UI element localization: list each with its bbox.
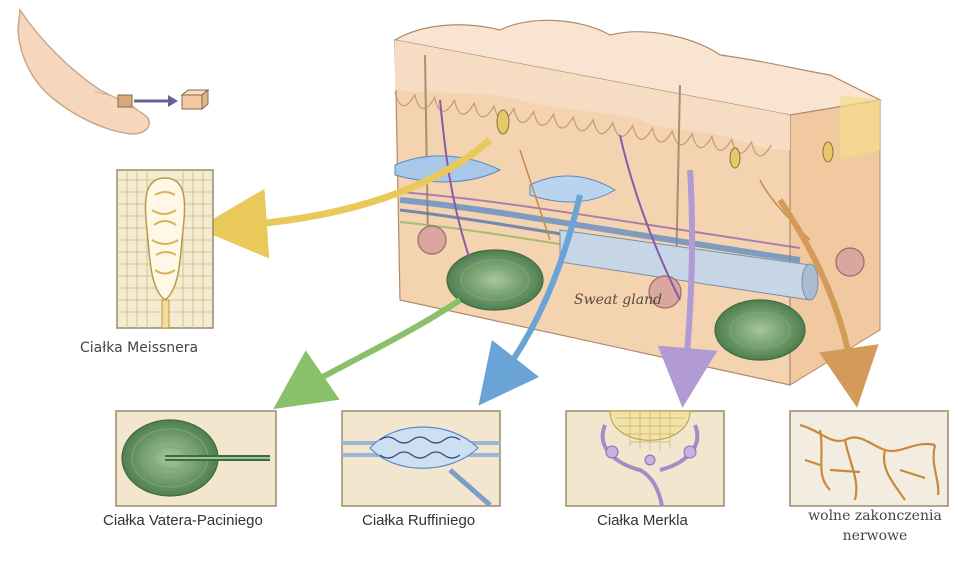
pacini-label: Ciałka Vatera-Paciniego <box>103 512 263 529</box>
free-endings-label: wolne zakonczenia nerwowe <box>790 506 958 546</box>
ruffini-label: Ciałka Ruffiniego <box>362 512 475 529</box>
ruffini-panel <box>342 411 500 506</box>
free-endings-panel <box>790 411 948 506</box>
meissner-label: Ciałka Meissnera <box>80 340 198 356</box>
skin-block <box>393 20 880 385</box>
pacini-arrow <box>298 300 460 392</box>
sweat-gland-label: Sweat gland <box>574 291 662 309</box>
merkel-label: Ciałka Merkla <box>597 512 688 529</box>
meissner-panel <box>117 170 213 328</box>
merkel-panel <box>566 411 724 506</box>
finger-illustration <box>18 10 208 134</box>
pacini-panel <box>116 411 276 506</box>
